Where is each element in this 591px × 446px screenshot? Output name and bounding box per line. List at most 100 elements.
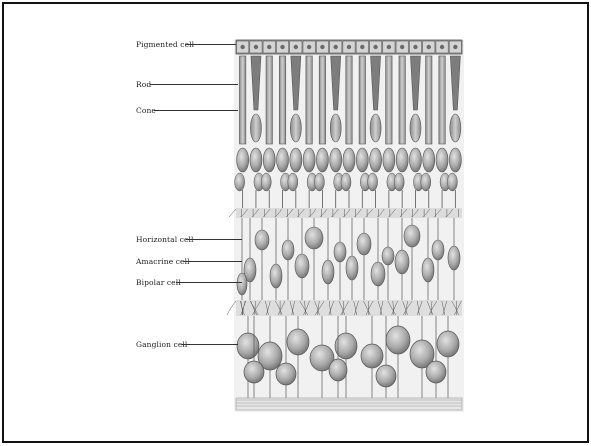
inner-nuclear-cell (270, 264, 282, 288)
inner-nuclear-cell (371, 262, 385, 286)
pigment-nucleus (254, 45, 258, 49)
pigment-nucleus (373, 45, 377, 49)
pigment-nucleus (267, 45, 271, 49)
photoreceptor-nucleus (356, 148, 368, 172)
outer-plexiform-layer (229, 208, 462, 218)
leader-bipolar-cell (176, 282, 242, 283)
photoreceptor-nucleus (370, 148, 382, 172)
cone-body (450, 114, 461, 142)
photoreceptor-nucleus (409, 148, 421, 172)
ganglion-cell-body (287, 329, 309, 355)
rod-segment (426, 56, 432, 144)
ganglion-cell-body (244, 361, 264, 383)
photoreceptor-nucleus (396, 148, 408, 172)
rod-segment (306, 56, 312, 144)
cone-body (330, 114, 341, 142)
photoreceptor-nucleus (447, 173, 457, 191)
rod-segment (359, 56, 365, 144)
leader-amacrine-cell (184, 261, 242, 262)
pigment-nucleus (320, 45, 324, 49)
rod-segment (386, 56, 392, 144)
pigment-nucleus (280, 45, 284, 49)
inner-nuclear-cell (357, 233, 371, 255)
rod-segment (346, 56, 352, 144)
inner-nuclear-cell (432, 240, 444, 260)
label-horizontal-cell: Horizontal cell (136, 235, 194, 244)
inner-nuclear-cell (282, 240, 294, 260)
pigment-nucleus (427, 45, 431, 49)
photoreceptor-nucleus (436, 148, 448, 172)
inner-nuclear-cell (382, 247, 394, 265)
photoreceptor-nucleus (235, 173, 245, 191)
leader-pigmented-cell (186, 44, 236, 45)
photoreceptor-nucleus (421, 173, 431, 191)
leader-horizontal-cell (186, 239, 242, 240)
inner-nuclear-cell (255, 230, 269, 250)
ganglion-cell-body (386, 326, 410, 354)
ganglion-cell-body (437, 331, 459, 357)
ganglion-cell-body (376, 365, 396, 387)
ganglion-cell-body (361, 344, 383, 368)
photoreceptor-nucleus (263, 148, 275, 172)
pigment-nucleus (294, 45, 298, 49)
photoreceptor-nucleus (261, 173, 271, 191)
pigment-nucleus (240, 45, 244, 49)
label-rod: Rod (136, 80, 151, 89)
photoreceptor-nucleus (290, 148, 302, 172)
cone-body (370, 114, 381, 142)
photoreceptor-nucleus (316, 148, 328, 172)
cone-body (250, 114, 261, 142)
inner-nuclear-cell (334, 242, 346, 262)
photoreceptor-nucleus (250, 148, 262, 172)
rods-and-cones (235, 56, 462, 212)
leader-rod (150, 84, 238, 85)
rod-segment (239, 56, 245, 144)
pigment-nucleus (440, 45, 444, 49)
ganglion-cell-body (426, 361, 446, 383)
photoreceptor-nucleus (288, 173, 298, 191)
ganglion-cell-body (276, 363, 296, 385)
leader-cone (154, 110, 238, 111)
photoreceptor-nucleus (277, 148, 289, 172)
inner-nuclear-cell (295, 254, 309, 278)
photoreceptor-nucleus (303, 148, 315, 172)
cone-body (410, 114, 421, 142)
inner-nuclear-cell (305, 227, 323, 249)
leader-ganglion-cell (182, 344, 238, 345)
ganglion-cell-body (329, 359, 347, 381)
label-ganglion-cell: Ganglion cell (136, 340, 187, 349)
pigment-nucleus (334, 45, 338, 49)
inner-nuclear-cell (422, 258, 434, 282)
pigment-nucleus (347, 45, 351, 49)
photoreceptor-nucleus (343, 148, 355, 172)
label-amacrine-cell: Amacrine cell (136, 257, 190, 266)
inner-nuclear-cell (346, 256, 358, 280)
photoreceptor-nucleus (314, 173, 324, 191)
label-cone: Cone (136, 106, 156, 115)
photoreceptor-nucleus (423, 148, 435, 172)
photoreceptor-nucleus (394, 173, 404, 191)
ganglion-cell-body (237, 333, 259, 359)
rod-segment (266, 56, 272, 144)
pigment-nucleus (453, 45, 457, 49)
cone-body (290, 114, 301, 142)
rod-segment (279, 56, 285, 144)
rod-segment (439, 56, 445, 144)
inner-nuclear-cell (448, 246, 460, 270)
pigment-nucleus (360, 45, 364, 49)
nerve-fiber-layer (236, 398, 462, 410)
rod-segment (399, 56, 405, 144)
photoreceptor-nucleus (449, 148, 461, 172)
pigment-nucleus (307, 45, 311, 49)
pigmented-cell-row (236, 40, 462, 54)
photoreceptor-nucleus (383, 148, 395, 172)
photoreceptor-nucleus (368, 173, 378, 191)
inner-nuclear-cell (322, 260, 334, 284)
photoreceptor-nucleus (341, 173, 351, 191)
pigment-nucleus (413, 45, 417, 49)
photoreceptor-nucleus (237, 148, 249, 172)
inner-plexiform-layer (227, 300, 462, 316)
inner-nuclear-cell (237, 273, 247, 295)
inner-nuclear-cell (395, 250, 409, 274)
